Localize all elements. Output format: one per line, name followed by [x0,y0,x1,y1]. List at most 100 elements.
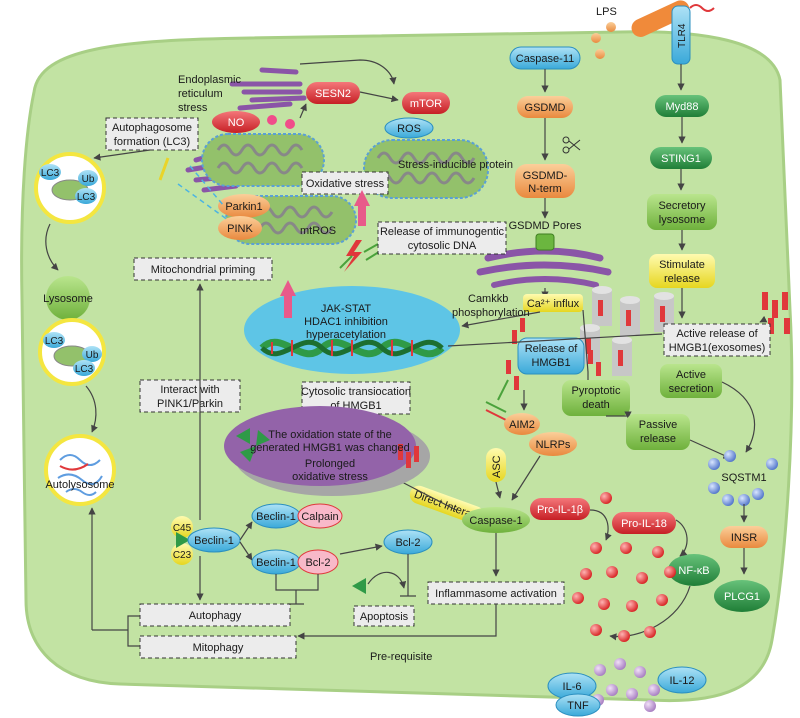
jak-stat-label-2: HDAC1 inhibition [304,316,388,328]
mitophagy-box: Mitophagy [139,635,297,659]
oxidation-label-2: generated HMGB1 was changed [250,442,410,454]
bcl2-node: Bcl-2 [383,529,433,555]
lysosome-label: Lysosome [43,293,93,305]
gsdmd-pore-membrane [476,233,612,288]
pink-label: PINK [227,223,253,235]
tnf-node: TNF [555,693,601,717]
stimulate-release-node: Stimulate release [649,254,715,288]
exosome-cylinders [580,286,674,376]
tlr4-label: TLR4 [677,23,688,48]
pro-il1b-node: Pro-IL-1β [530,498,590,520]
autophagosome-vesicle: LC3 Ub LC3 [34,152,106,224]
mtor-node: mTOR [402,92,450,114]
lc3-label-4: LC3 [75,364,94,375]
il6-label: IL-6 [563,681,582,693]
ros-node: ROS [384,117,434,139]
hmgb1-bars-extracellular [762,292,790,334]
oxidation-label-3: Prolonged [305,458,355,470]
insr-node: INSR [720,526,768,548]
inflammasome-box: Inflammasome activation [427,581,565,605]
sting1-label: STING1 [661,153,701,165]
pink-up-arrow-top [354,190,370,226]
oxidation-label-1: The oxidation state of the [268,429,392,441]
ca-influx-node: Ca²⁺ influx [523,294,583,312]
autophagosome-label-2: formation (LC3) [114,136,190,148]
insr-label: INSR [731,532,757,544]
lightning-icon [344,240,362,272]
nfkb-label: NF-κB [678,565,709,577]
mitophagy-label: Mitophagy [193,642,244,654]
il12-node: IL-12 [657,666,707,694]
release-dna-label-1: Release of immunogentic [380,226,505,238]
secretory-lysosome-label-2: lysosome [659,214,705,226]
bcl2-complex-label: Bcl-2 [305,557,330,569]
cytosolic-trans-label-1: Cytosolic transiocation [301,386,411,398]
calpain-label: Calpain [301,511,338,523]
extracellular-cytokine-dots [592,658,660,712]
il12-label: IL-12 [669,675,694,687]
mtros-label: mtROS [300,225,336,237]
release-dna-box: Release of immunogentic cytosolic DNA [377,221,507,255]
c45-label: C45 [173,523,192,534]
pro-il1b-label: Pro-IL-1β [537,504,583,516]
oxidation-label-4: oxidative stress [292,471,368,483]
active-release-label-2: HMGB1(exosomes) [669,342,766,354]
autolysosome-label: Autolysosome [45,479,114,491]
apoptosis-label: Apoptosis [360,611,409,623]
plcg1-label: PLCG1 [724,591,760,603]
er-stress-label-1: Endoplasmic [178,74,241,86]
pink-node: PINK [218,216,262,240]
release-hmgb1-node: Release of HMGB1 [517,337,585,375]
er-stress-label: Endoplasmic reticulum stress [178,74,241,114]
ub-label-1: Ub [82,174,95,185]
sesn2-label: SESN2 [315,88,351,100]
passive-release-node: Passive release [626,414,690,450]
myd88-label: Myd88 [665,101,698,113]
parkin1-node: Parkin1 [218,194,270,218]
interact-pink-box: Interact with PINK1/Parkin [139,379,241,413]
sesn2-node: SESN2 [306,82,360,104]
interact-pink-label-1: Interact with [160,384,219,396]
apoptosis-box: Apoptosis [353,605,415,627]
camkkb-label: Camkkb phosphorylation [452,293,530,319]
prerequisite-label: Pre-requisite [370,651,432,663]
stimulate-release-label-1: Stimulate [659,259,705,271]
camkkb-label-2: phosphorylation [452,307,530,319]
aim2-label: AIM2 [509,419,535,431]
autophagosome-label-1: Autophagosome [112,122,192,134]
sqstm1-label: SQSTM1 [721,472,766,484]
mitochondrion-left [201,133,325,187]
active-secretion-label-2: secretion [669,383,714,395]
nlrps-node: NLRPs [529,432,577,456]
secretory-lysosome-label-1: Secretory [658,200,706,212]
c45-node: C45 [171,516,193,538]
nlrps-label: NLRPs [536,439,571,451]
c23-label: C23 [173,550,192,561]
jak-stat-label-3: hyperacetylation [306,329,386,341]
nfkb-node: NF-κB [668,554,720,586]
c23-node: C23 [171,543,193,565]
er-stress-label-3: stress [178,102,208,114]
active-release-label-1: Active release of [676,328,758,340]
gsdmd-label: GSDMD [525,102,566,114]
release-dna-label-2: cytosolic DNA [408,240,477,252]
caspase11-label: Caspase-11 [516,53,575,65]
autophagy-label: Autophagy [189,610,242,622]
sqstm1-cluster: SQSTM1 [708,450,778,506]
lc3-label-2: LC3 [77,192,96,203]
myd88-node: Myd88 [655,95,709,117]
beclin1-calpain-node: Beclin-1 Calpain [251,503,343,529]
inflammasome-label: Inflammasome activation [435,588,557,600]
gsdmd-pores-label: GSDMD Pores [509,220,582,232]
caspase11-node: Caspase-11 [509,46,581,70]
asc-label: ASC [491,455,503,478]
gsdmd-nterm-label-2: N-term [528,183,562,195]
ca-influx-label: Ca²⁺ influx [527,298,580,310]
beclin1-bcl2-node: Beclin-1 Bcl-2 [251,549,339,575]
lps-label: LPS [596,6,617,18]
sting1-node: STING1 [650,147,712,169]
tlr4-receptor: TLR4 [671,5,691,65]
passive-release-label-2: release [640,433,676,445]
